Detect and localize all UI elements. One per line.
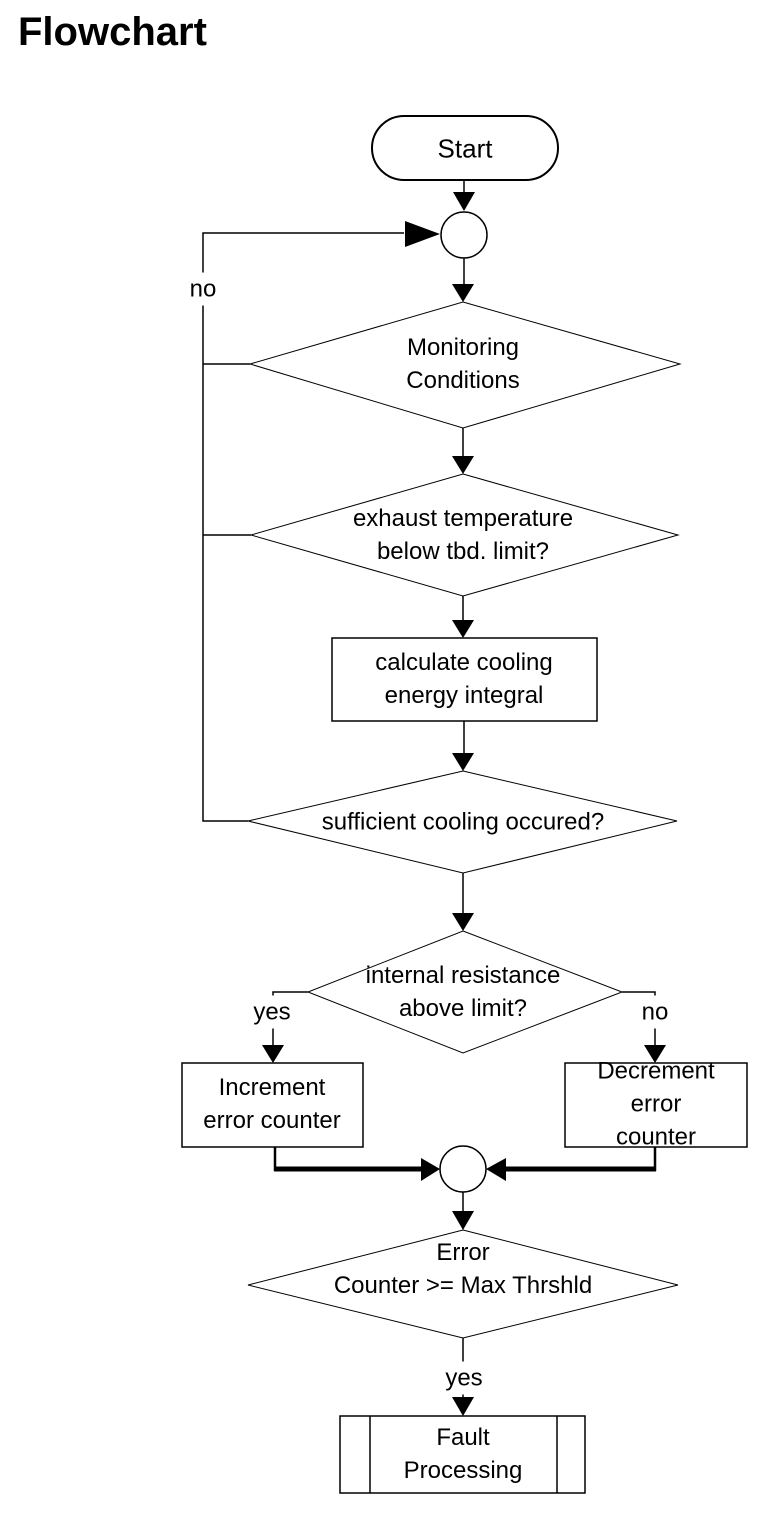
- arrowhead-resistance-no: [644, 1045, 666, 1063]
- edge-label-fault-yes: yes: [442, 1361, 486, 1395]
- junction-circle-top: [440, 211, 488, 259]
- arrowhead-no-loop-into-junction: [405, 221, 440, 247]
- decision-resistance-shape: [306, 930, 624, 1054]
- node-decrement-label: Decrement error counter: [597, 1057, 715, 1151]
- node-calc-cooling-label: calculate cooling energy integral: [375, 649, 553, 709]
- arrowhead-resistance-yes: [262, 1045, 284, 1063]
- arrowhead-junction-to-monitoring: [452, 284, 474, 302]
- arrowhead-monitoring-to-exhaust: [452, 456, 474, 474]
- arrowhead-calc-to-cooling: [452, 753, 474, 771]
- node-error-counter-label: Error Counter >= Max Thrshld: [333, 1239, 593, 1299]
- arrowhead-start-to-junction: [453, 192, 475, 211]
- arrowhead-decrement-merge: [486, 1158, 506, 1181]
- junction-circle-merge: [439, 1145, 487, 1193]
- node-increment-label: Increment error counter: [203, 1074, 341, 1134]
- node-exhaust-temp-label: exhaust temperature below tbd. limit?: [352, 505, 574, 565]
- process-increment-shape: [181, 1062, 364, 1148]
- edge-label-resistance-yes: yes: [250, 995, 294, 1029]
- page-title: Flowchart: [18, 10, 207, 54]
- arrowhead-merge-to-error: [452, 1211, 474, 1230]
- edge-label-resistance-no: no: [638, 995, 672, 1029]
- edge-no-loop-line: [202, 232, 404, 822]
- arrowhead-exhaust-to-calc: [452, 620, 474, 638]
- arrowhead-cooling-to-resistance: [452, 913, 474, 931]
- start-terminator-shape: [371, 115, 559, 181]
- node-sufficient-cooling-label: sufficient cooling occured?: [321, 808, 605, 836]
- node-monitoring-label: Monitoring Conditions: [406, 334, 520, 394]
- node-start-label: Start: [437, 133, 493, 164]
- node-fault-processing-label: Fault Processing: [403, 1424, 523, 1484]
- node-internal-resistance-label: internal resistance above limit?: [365, 962, 561, 1022]
- edge-label-no-loop: no: [186, 272, 220, 306]
- arrowhead-increment-merge: [421, 1158, 440, 1181]
- predefined-fault-shape: [339, 1415, 586, 1494]
